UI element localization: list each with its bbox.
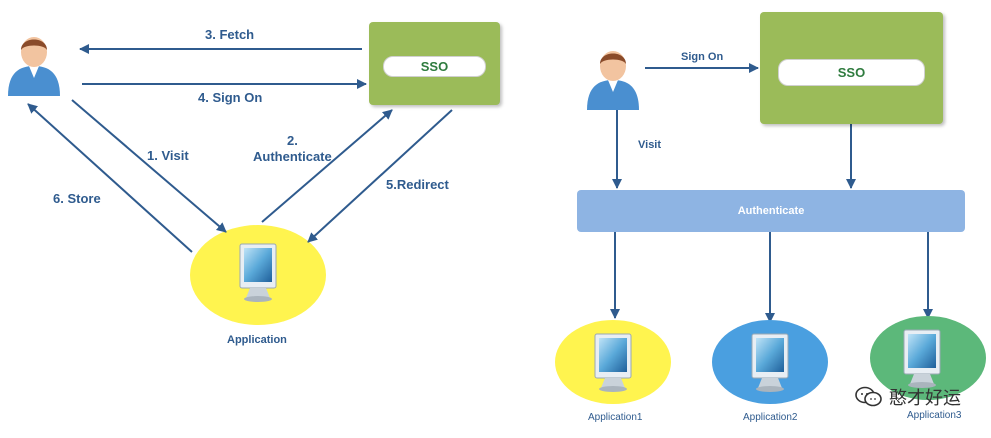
- wechat-icon: [855, 386, 882, 407]
- left-sso-box: SSO: [369, 22, 500, 105]
- label-store: 6. Store: [53, 191, 101, 206]
- label-authenticate: Authenticate: [253, 149, 332, 164]
- arrow-store: [27, 103, 193, 253]
- label-redirect: 5.Redirect: [386, 177, 449, 192]
- arrow-visit: [71, 99, 227, 233]
- user-icon: [587, 51, 639, 110]
- right-sso-label: SSO: [778, 59, 925, 86]
- right-sso-box: SSO: [760, 12, 943, 124]
- left-sso-label: SSO: [383, 56, 486, 77]
- user-icon: [8, 37, 60, 96]
- authenticate-bar: Authenticate: [577, 190, 965, 232]
- label-sign-on: 4. Sign On: [198, 90, 263, 105]
- watermark: 憨才好运: [855, 384, 961, 410]
- label-app2: Application2: [743, 412, 798, 423]
- left-user: [8, 37, 60, 96]
- label-visit: 1. Visit: [147, 148, 189, 163]
- label-fetch: 3. Fetch: [205, 27, 255, 42]
- watermark-text: 憨才好运: [889, 388, 961, 409]
- label-authenticate-num: 2.: [287, 133, 298, 148]
- label-application: Application: [227, 334, 287, 346]
- label-app1: Application1: [588, 412, 643, 423]
- label-app3: Application3: [907, 410, 962, 421]
- label-visit-right: Visit: [638, 139, 662, 151]
- arrow-redirect: [307, 109, 453, 243]
- label-sign-on-right: Sign On: [681, 51, 724, 63]
- arrow-authenticate: [261, 109, 393, 223]
